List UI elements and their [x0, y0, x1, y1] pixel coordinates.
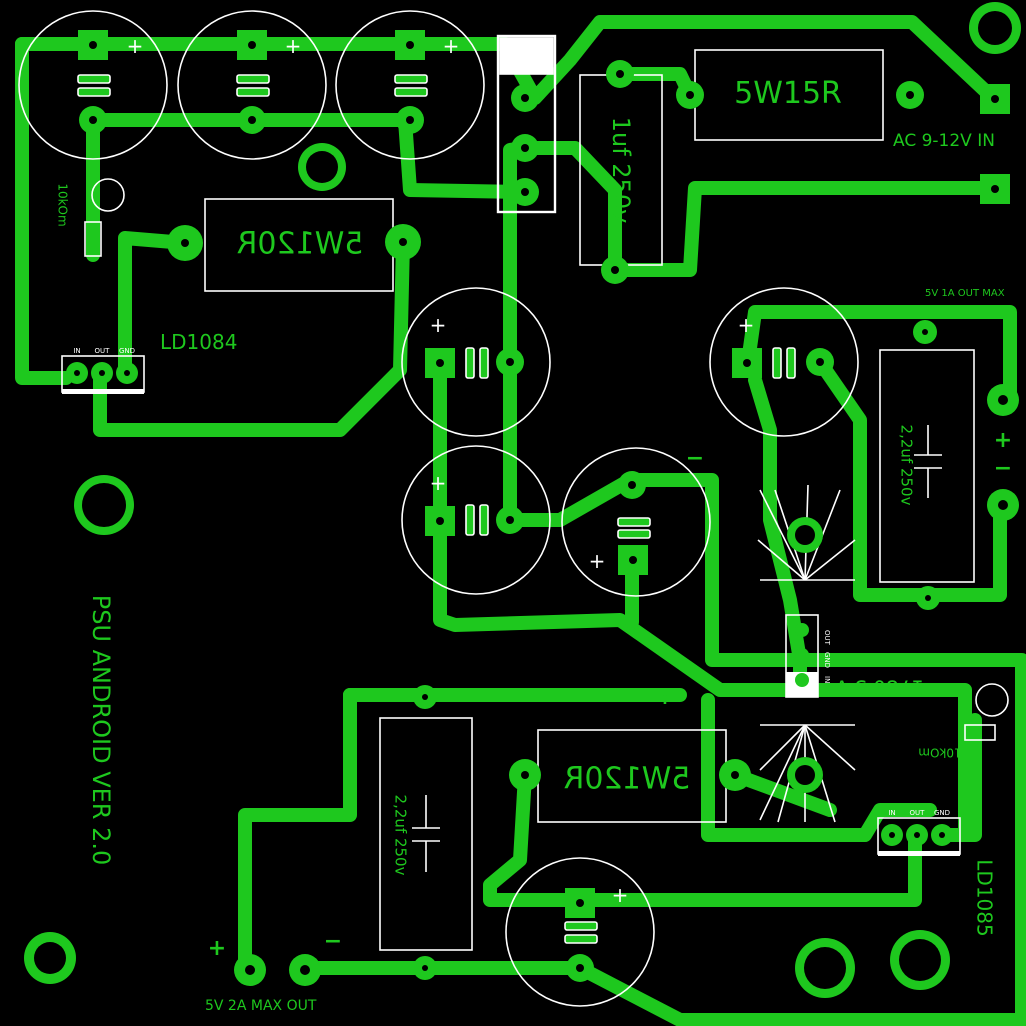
pad-holes	[34, 11, 1012, 989]
polarity-marks-green: + − + + − −	[208, 428, 1012, 961]
svg-text:+: +	[738, 313, 755, 337]
polarity-marks: + + + + + + + +	[127, 34, 755, 907]
svg-text:+: +	[612, 883, 629, 907]
ld1084-tab	[62, 389, 144, 394]
svg-text:OUT: OUT	[910, 809, 926, 817]
svg-text:−: −	[686, 446, 704, 471]
ld1085-tab	[878, 851, 960, 856]
small-cap-a	[91, 178, 125, 212]
res-10k-a-label: 10kOm	[56, 183, 70, 226]
res-5w120r-b-label: 5W120R	[564, 762, 691, 797]
trace-cap-bottom-left	[483, 768, 922, 907]
res-10k-b-label: 10kOm	[918, 746, 961, 760]
trace-ld1084-out	[93, 235, 410, 437]
cap-outline-6	[561, 447, 711, 597]
trace-ld1084-gnd	[118, 231, 192, 382]
cap-1uf-label: 1uf 250v	[607, 117, 635, 224]
svg-text:OUT: OUT	[95, 347, 111, 355]
cap-symbols	[77, 74, 796, 944]
svg-text:−: −	[324, 929, 342, 954]
reg-1780-pin-labels: OUT GND IN	[823, 630, 831, 683]
svg-text:+: +	[430, 313, 447, 337]
cap-22a-label: 2,2uf 250v	[898, 425, 916, 506]
small-cap-b	[975, 683, 1009, 717]
cap-outline-4	[401, 287, 551, 437]
svg-text:+: +	[430, 471, 447, 495]
cap-22a-box	[879, 349, 975, 583]
cap-outline-5	[401, 445, 551, 595]
film-cap-symbols	[412, 425, 942, 872]
svg-text:+: +	[127, 34, 144, 58]
trace-neg-to-bridge	[398, 113, 532, 199]
svg-text:+: +	[656, 685, 674, 710]
title-label: PSU ANDROID VER 2.0	[87, 595, 115, 866]
cap-outline-1	[18, 10, 168, 160]
trace-mid-caps-join	[503, 473, 1026, 1026]
cap-outline-7	[709, 287, 859, 437]
svg-text:+: +	[285, 34, 302, 58]
trace-ac-bottom	[608, 181, 1002, 277]
ld1085-label: LD1085	[973, 859, 997, 936]
cap-22b-label: 2,2uf 250v	[392, 795, 410, 876]
ac-in-label: AC 9-12V IN	[893, 131, 995, 151]
svg-text:OUT: OUT	[823, 630, 831, 646]
bridge-box	[496, 34, 557, 214]
out-5v1a-label: 5V 1A OUT MAX	[925, 288, 1005, 299]
bridge-pin1	[499, 37, 554, 75]
svg-text:+: +	[208, 936, 226, 961]
cap-outline-3	[335, 10, 485, 160]
cap-outline-8	[505, 857, 655, 1007]
trace-right-mid	[748, 373, 807, 667]
res-5w15r-label: 5W15R	[734, 76, 842, 111]
trace-right-top	[741, 305, 1017, 407]
svg-text:GND: GND	[934, 809, 950, 817]
trace-left-box-v	[238, 688, 357, 977]
svg-text:+: +	[589, 549, 606, 573]
svg-text:+: +	[994, 428, 1012, 453]
reg-1780-label: 1780 5 v	[836, 676, 924, 700]
cap-outline-2	[177, 10, 327, 160]
svg-text:GND: GND	[823, 652, 831, 668]
res-5w120r-label: 5W120R	[237, 227, 364, 262]
out-5v2a-label: 5V 2A MAX OUT	[205, 998, 317, 1014]
cap-22b-box	[379, 717, 473, 951]
res-10k-a-box	[84, 221, 102, 257]
svg-text:+: +	[443, 34, 460, 58]
ld1084-label: LD1084	[160, 330, 237, 354]
trace-5w120r-right	[728, 768, 837, 817]
svg-text:IN: IN	[73, 347, 80, 355]
pin-labels: IN OUT GND IN OUT GND	[73, 347, 950, 817]
trace-gnd-bottom	[298, 961, 1026, 1026]
res-10k-b-box	[964, 724, 996, 741]
trace-mid-caps-left	[433, 355, 972, 837]
trace-lower-outline	[701, 693, 937, 842]
trace-left-rail	[15, 37, 73, 385]
svg-text:GND: GND	[119, 347, 135, 355]
svg-text:IN: IN	[888, 809, 895, 817]
svg-text:−: −	[994, 456, 1012, 481]
trace-bridge-right	[518, 141, 622, 277]
svg-text:IN: IN	[823, 676, 831, 683]
